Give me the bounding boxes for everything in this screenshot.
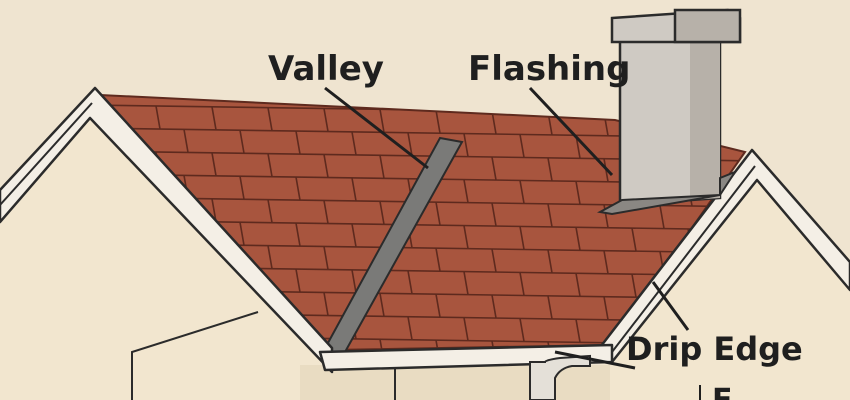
drip-edge-leader-upper [651,281,690,331]
shingle-tab-line [547,157,553,181]
shingle-tab-line [603,250,609,274]
shingle-tab-line [435,110,441,134]
shingle-tab-line [267,107,273,131]
valley-label: Valley [268,49,384,89]
shingle-tab-line [323,200,329,224]
shingle-tab-line [323,246,329,270]
shingle-tab-line [351,177,357,202]
partial-label: F [712,383,733,400]
shingle-tab-line [463,179,469,203]
shingle-tab-line [155,105,161,130]
shingle-tab-line [435,202,441,226]
shingle-tab-line [323,154,329,178]
left-gable-wall [0,105,330,400]
left-trim-line [0,102,93,206]
shingle-tab-line [407,270,413,294]
shingle-tab-line [379,339,385,350]
shingle-tab-line [659,205,665,229]
shingle-tab-line [379,155,385,179]
shingle-tab-line [267,199,273,223]
shingle-tab-line [491,202,497,227]
shingle-tab-line [491,340,497,350]
shingle-tab-line [407,316,413,340]
chimney [596,8,742,216]
shingle-tab-line [463,271,469,295]
shingle-tab-line [519,180,525,204]
shingle-tab-line [351,131,357,156]
shingle-tab-line [379,109,385,133]
shingle-tab-line [351,269,357,294]
drip-edge-label: Drip Edge [626,330,803,368]
shingle-tab-line [239,222,245,246]
shingle-tab-line [463,225,469,249]
shingle-tab-line [575,227,581,251]
left-fascia-trim [0,86,334,374]
shingle-tab-line [463,133,469,157]
shingle-tab-line [547,295,553,319]
shingle-tab-line [295,130,301,155]
shingle-tab-line [323,292,329,316]
shingle-tab-line [575,273,581,297]
shingle-tab-line [379,293,385,317]
shingle-tab-line [491,110,497,135]
shingle-tab-line [631,227,637,252]
drip-edge-leader-lower [554,350,636,370]
shingle-tab-line [547,249,553,273]
shingle-tab-line [519,226,525,250]
valley-leader [324,86,429,170]
shingle-tab-line [575,319,581,343]
shingle-tab-line [603,296,609,320]
shingle-tab-line [267,153,273,177]
shingle-tab-line [547,203,553,227]
shingle-tab-line [239,130,245,154]
flashing-label: Flashing [468,49,630,89]
shingle-tab-line [491,248,497,273]
shingle-tab-line [519,318,525,342]
shingle-tab-line [519,134,525,158]
shingle-tab-line [211,106,217,130]
shingle-tab-line [631,273,637,298]
shingle-tab-line [575,181,581,205]
right-trim-line [611,165,756,353]
shingle-tab-line [351,223,357,248]
shingle-tab-line [491,294,497,319]
shingle-tab-line [435,294,441,318]
shingle-tab-line [491,156,497,181]
shingle-tab-line [267,245,273,269]
wall-edge-line [131,311,259,400]
chimney-flashing [596,169,738,216]
shingle-tab-line [211,152,217,176]
shingle-tab-line [435,340,441,350]
flashing-leader [528,86,614,177]
right-gable-wall [600,170,850,400]
shingle-tab-line [519,272,525,296]
shingle-tab-line [323,108,329,132]
shingle-tab-line [379,201,385,225]
downspout [529,354,591,400]
shingle-tab-line [211,198,217,222]
shingle-tab-line [183,129,189,153]
shingle-tab-line [295,268,301,293]
shingle-tab-line [295,176,301,201]
shingle-tab-line [463,317,469,341]
shingle-tab-line [435,248,441,272]
shingle-tab-line [239,176,245,200]
shingle-tab-line [407,132,413,156]
shingle-tab-line [295,222,301,247]
